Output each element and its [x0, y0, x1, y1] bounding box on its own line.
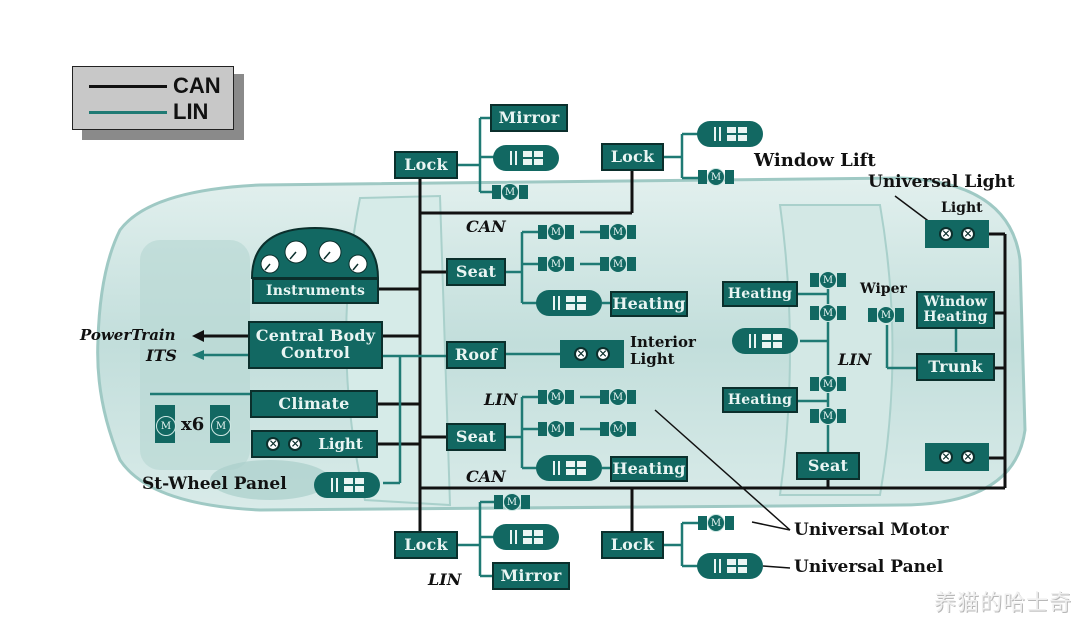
- lamp-icon: ×: [961, 227, 975, 241]
- legend-label-lin: LIN: [173, 99, 209, 124]
- climate-module[interactable]: Climate: [250, 390, 378, 418]
- lin-bus-label-mid: LIN: [484, 390, 518, 409]
- lamp-icon: ×: [961, 450, 975, 464]
- legend-item-can: CAN: [89, 73, 221, 99]
- universal-panel-icon[interactable]: [697, 553, 763, 579]
- central-body-control-module[interactable]: Central Body Control: [248, 321, 383, 369]
- universal-panel-label: Universal Panel: [794, 557, 944, 577]
- front-right-door-panel-icon[interactable]: [493, 524, 559, 550]
- window-heating-module[interactable]: Window Heating: [916, 291, 995, 329]
- rear-seat-motor[interactable]: M: [600, 420, 636, 438]
- legend-label-can: CAN: [173, 73, 221, 98]
- front-light-label: Light: [318, 435, 363, 453]
- front-left-lock-module[interactable]: Lock: [394, 151, 458, 179]
- rear-light-label: Light: [941, 200, 983, 216]
- rear-seat-motor[interactable]: M: [810, 375, 846, 393]
- front-seat-motor[interactable]: M: [538, 223, 574, 241]
- lamp-icon: ×: [288, 437, 303, 451]
- can-bus-lines: [200, 170, 1007, 533]
- motor-count-label: x6: [181, 414, 205, 435]
- front-light-module[interactable]: × × Light: [251, 430, 378, 458]
- front-left-mirror-module[interactable]: Mirror: [490, 104, 568, 132]
- rear-lamp-module[interactable]: × ×: [925, 443, 989, 471]
- rear-seat-module[interactable]: Seat: [446, 423, 506, 451]
- st-wheel-panel-icon[interactable]: [314, 472, 380, 498]
- motor-icon: M: [156, 416, 176, 436]
- window-lift-label: Window Lift: [754, 150, 876, 171]
- rear-seat-panel-icon-right[interactable]: [732, 328, 798, 354]
- rear-heating-module-1[interactable]: Heating: [722, 281, 798, 307]
- rear-seat-motor[interactable]: M: [810, 304, 846, 322]
- front-left-window-motor[interactable]: M: [492, 183, 528, 201]
- rear-seat-motor[interactable]: M: [810, 271, 846, 289]
- front-seat-module[interactable]: Seat: [446, 258, 506, 286]
- lin-bus-lines: [150, 116, 958, 578]
- lamp-icon: ×: [266, 437, 281, 451]
- rear-right-lock-module[interactable]: Lock: [601, 531, 664, 559]
- front-seat-heating-module[interactable]: Heating: [610, 291, 688, 317]
- can-line-swatch: [89, 84, 167, 88]
- steering-wheel-shape: [210, 460, 330, 500]
- instruments-module[interactable]: Instruments: [252, 278, 379, 304]
- can-bus-label-top: CAN: [466, 217, 506, 236]
- rear-left-window-motor[interactable]: M: [698, 168, 734, 186]
- lamp-icon: ×: [596, 347, 610, 361]
- lamp-icon: ×: [939, 227, 953, 241]
- rear-seat-motor[interactable]: M: [600, 388, 636, 406]
- front-right-mirror-module[interactable]: Mirror: [492, 562, 570, 590]
- its-label: ITS: [146, 346, 177, 365]
- interior-light-module[interactable]: × ×: [560, 340, 624, 368]
- universal-light-module[interactable]: × ×: [925, 220, 989, 248]
- wiper-motor[interactable]: M: [868, 306, 904, 324]
- front-right-window-motor[interactable]: M: [494, 493, 530, 511]
- front-seat-motor[interactable]: M: [600, 255, 636, 273]
- interior-light-label: Interior Light: [630, 333, 696, 369]
- st-wheel-panel-label: St-Wheel Panel: [142, 474, 287, 494]
- its-arrow: [192, 350, 204, 360]
- rear-seat-motor[interactable]: M: [810, 407, 846, 425]
- can-bus-label-bottom: CAN: [466, 467, 506, 486]
- rear-seat-motor[interactable]: M: [538, 420, 574, 438]
- motor-icon: M: [211, 416, 231, 436]
- powertrain-label: PowerTrain: [80, 326, 176, 344]
- rear-seat-module-right[interactable]: Seat: [796, 452, 860, 480]
- universal-light-label: Universal Light: [868, 172, 1015, 192]
- rear-heating-module-2[interactable]: Heating: [722, 387, 798, 413]
- roof-module[interactable]: Roof: [446, 341, 506, 369]
- wiper-label: Wiper: [860, 281, 907, 297]
- rear-left-door-panel-icon[interactable]: [697, 121, 763, 147]
- rear-left-lock-module[interactable]: Lock: [601, 143, 664, 171]
- lamp-icon: ×: [939, 450, 953, 464]
- front-seat-motor[interactable]: M: [600, 223, 636, 241]
- watermark: 养猫的哈士奇: [933, 591, 1072, 616]
- instruments-gauge-icon: [250, 226, 380, 279]
- universal-motor-icon[interactable]: M: [698, 514, 734, 532]
- lin-line-swatch: [89, 110, 167, 114]
- lin-bus-label-bottom: LIN: [428, 570, 462, 589]
- front-seat-panel-icon[interactable]: [536, 290, 602, 316]
- lamp-icon: ×: [574, 347, 588, 361]
- legend: CAN LIN: [72, 66, 234, 130]
- powertrain-arrow: [192, 330, 204, 342]
- lin-bus-label-rear: LIN: [838, 350, 872, 369]
- front-left-door-panel-icon[interactable]: [493, 145, 559, 171]
- rear-seat-heating-module[interactable]: Heating: [610, 456, 688, 482]
- legend-item-lin: LIN: [89, 99, 208, 125]
- rear-seat-panel-icon[interactable]: [536, 455, 602, 481]
- trunk-module[interactable]: Trunk: [916, 353, 995, 381]
- rear-seat-motor[interactable]: M: [538, 388, 574, 406]
- front-seat-motor[interactable]: M: [538, 255, 574, 273]
- universal-motor-label: Universal Motor: [794, 520, 949, 540]
- callout-lines: [654, 195, 936, 569]
- front-right-lock-module[interactable]: Lock: [394, 531, 458, 559]
